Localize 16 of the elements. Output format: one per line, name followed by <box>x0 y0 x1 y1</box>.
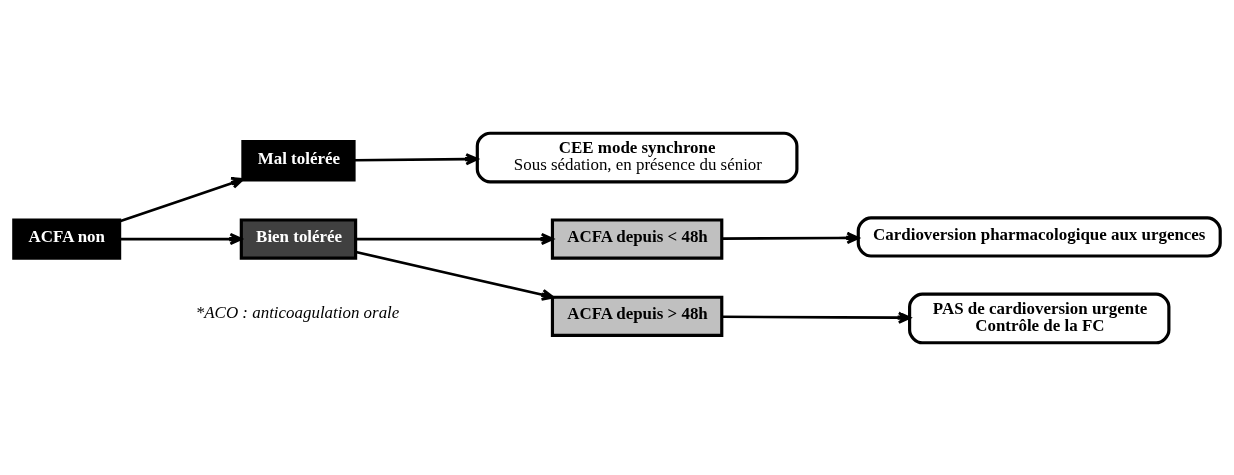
arrow <box>722 311 911 324</box>
node-box: ACFA depuis > 48h <box>550 295 724 337</box>
label: *ACO : anticoagulation orale <box>195 302 400 322</box>
arrow <box>722 231 860 244</box>
node-box: Cardioversion pharmacologique aux urgences <box>856 215 1222 258</box>
node-box: ACFA non <box>12 217 122 260</box>
node-box: Mal tolérée <box>241 139 356 181</box>
node-box: PAS de cardioversion urgente Contrôle de la FC <box>908 292 1171 344</box>
arrow <box>119 176 245 223</box>
node-box: Bien tolérée <box>239 217 358 260</box>
arrow <box>355 250 555 301</box>
node-box: CEE mode synchrone Sous sédation, en présence du sénior <box>475 131 799 183</box>
arrow <box>354 152 479 165</box>
node-box: ACFA depuis < 48h <box>550 217 724 260</box>
arrow <box>119 232 243 245</box>
arrow <box>355 232 554 245</box>
